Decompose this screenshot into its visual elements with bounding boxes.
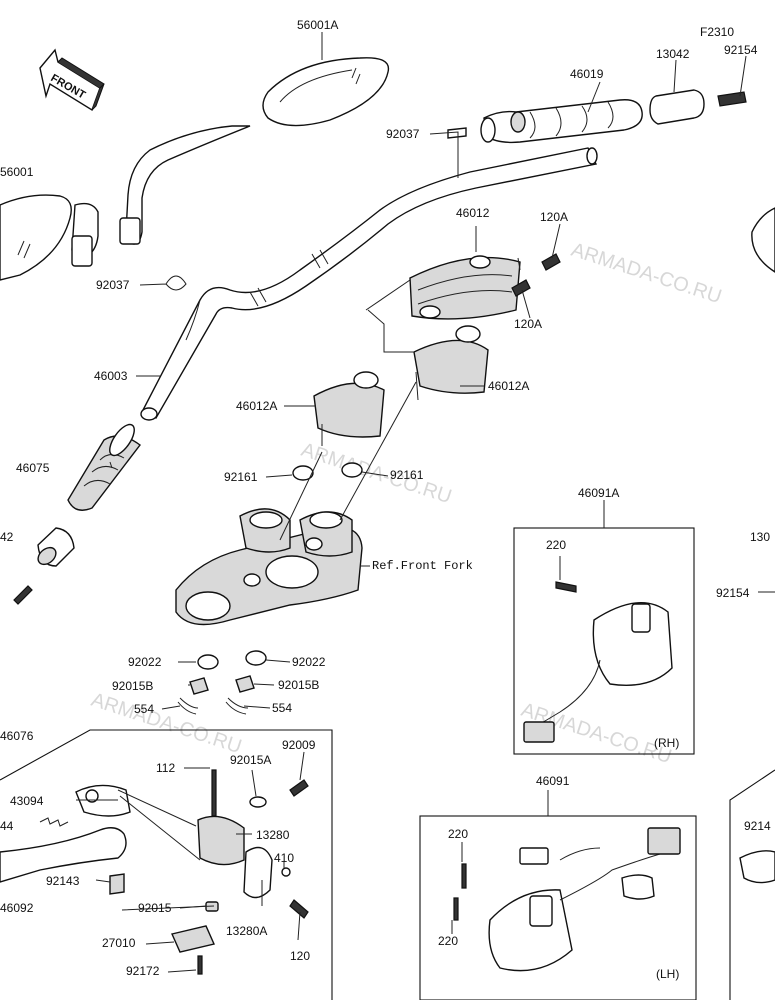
- label-220-rh: 220: [546, 538, 566, 552]
- label-554-right: 554: [272, 701, 292, 715]
- label-120A-bottom: 120A: [514, 317, 542, 331]
- switch-rh-46091A: [523, 581, 673, 743]
- mirror-left-56001: [0, 194, 99, 281]
- label-13042: 13042: [656, 47, 690, 61]
- triple-clamp: [175, 508, 363, 626]
- label-92022-left: 92022: [128, 655, 162, 669]
- leader-lines: [76, 32, 775, 973]
- label-92161-left: 92161: [224, 470, 258, 484]
- label-46019: 46019: [570, 67, 604, 81]
- label-56001A: 56001A: [297, 18, 338, 32]
- label-46075: 46075: [16, 461, 50, 475]
- handlebar-46003: [140, 147, 598, 421]
- grip-left-46075: [67, 423, 141, 511]
- label-410: 410: [274, 851, 294, 865]
- label-13280A: 13280A: [226, 924, 267, 938]
- frame-lh-switch: [419, 815, 697, 1000]
- washer-92022-right: [245, 650, 267, 666]
- label-92022-right: 92022: [292, 655, 326, 669]
- label-27010: 27010: [102, 936, 136, 950]
- lever-assembly-46076: [0, 769, 309, 975]
- clamp-lower-46012A-right: [413, 325, 489, 401]
- nut-92015B-left: [189, 677, 209, 695]
- bar-end-weight: [13, 527, 75, 605]
- label-92015: 92015: [138, 901, 172, 915]
- label-46012A-right: 46012A: [488, 379, 529, 393]
- label-46012A-left: 46012A: [236, 399, 277, 413]
- label-46092-cut: 46092: [0, 901, 34, 915]
- figure-code: F2310: [700, 25, 734, 39]
- washer-92161-left: [292, 465, 314, 481]
- pin-554-left: [177, 697, 199, 715]
- mirror-fragment: [751, 207, 775, 273]
- label-120: 120: [290, 949, 310, 963]
- frame-cut-right: [729, 769, 775, 1000]
- label-120A-top: 120A: [540, 210, 568, 224]
- label-92015A: 92015A: [230, 753, 271, 767]
- label-46012: 46012: [456, 206, 490, 220]
- label-92143: 92143: [46, 874, 80, 888]
- label-44-cut: 44: [0, 819, 14, 833]
- label-lh: (LH): [656, 967, 679, 981]
- watermark-3: ARMADA-CO.RU: [88, 689, 244, 758]
- label-92172: 92172: [126, 964, 160, 978]
- washer-92022-left: [197, 654, 219, 670]
- label-554-left: 554: [134, 702, 154, 716]
- label-9214-cut: 9214: [744, 819, 771, 833]
- front-arrow-icon: FRONT: [39, 48, 105, 112]
- label-92015B-right: 92015B: [278, 678, 319, 692]
- washer-92161-right: [341, 462, 363, 478]
- label-92154-top: 92154: [724, 43, 758, 57]
- label-ref-front-fork: Ref.Front Fork: [372, 559, 473, 573]
- pin-554-right: [225, 697, 249, 715]
- grip-right-46019: [447, 89, 747, 144]
- label-46003: 46003: [94, 369, 128, 383]
- label-130-cut: 130: [750, 530, 770, 544]
- frame-lever-assembly: [0, 729, 333, 1000]
- label-46091: 46091: [536, 774, 570, 788]
- label-92037-top: 92037: [386, 127, 420, 141]
- label-56001: 56001: [0, 165, 34, 179]
- watermarks: ARMADA-CO.RU ARMADA-CO.RU ARMADA-CO.RU A…: [88, 239, 724, 768]
- label-220-lh-a: 220: [448, 827, 468, 841]
- part-fragment-right: [739, 850, 775, 884]
- label-13280: 13280: [256, 828, 290, 842]
- label-92037-left: 92037: [96, 278, 130, 292]
- label-92015B-left: 92015B: [112, 679, 153, 693]
- clamp-upper-46012: [409, 253, 561, 320]
- mirror-right-56001A: [119, 57, 390, 245]
- watermark-1: ARMADA-CO.RU: [568, 239, 724, 308]
- label-92154-right: 92154: [716, 586, 750, 600]
- switch-lh-46091: [453, 827, 681, 972]
- label-112: 112: [156, 761, 175, 775]
- part-labels: 56001A 56001 46019 13042 92154 92037 460…: [0, 18, 771, 981]
- label-220-lh-b: 220: [438, 934, 458, 948]
- label-46076: 46076: [0, 729, 34, 743]
- label-92161-right: 92161: [390, 468, 424, 482]
- nut-92015B-right: [235, 675, 255, 693]
- clamp-lower-46012A-left: [313, 371, 385, 446]
- label-92009: 92009: [282, 738, 316, 752]
- label-46091A: 46091A: [578, 486, 619, 500]
- label-42-cut: 42: [0, 530, 14, 544]
- watermark-2: ARMADA-CO.RU: [298, 439, 454, 508]
- label-rh: (RH): [654, 736, 679, 750]
- label-43094: 43094: [10, 794, 44, 808]
